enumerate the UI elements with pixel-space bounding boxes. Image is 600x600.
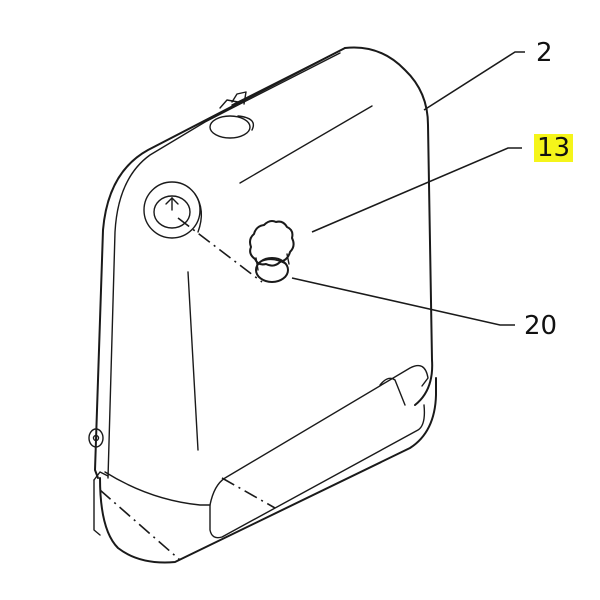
callout-label-13: 13 [534,134,574,162]
centerline-lower [99,489,181,561]
callout-label-2: 2 [536,38,553,68]
torx-screw [249,220,295,271]
leader-2 [423,51,525,111]
washer [255,257,289,283]
leader-20 [291,277,515,326]
centerline-tray [221,477,276,509]
centerline-upper [177,217,263,283]
leader-13 [311,147,522,233]
housing-cover [88,46,437,564]
callout-label-20: 20 [524,311,558,341]
